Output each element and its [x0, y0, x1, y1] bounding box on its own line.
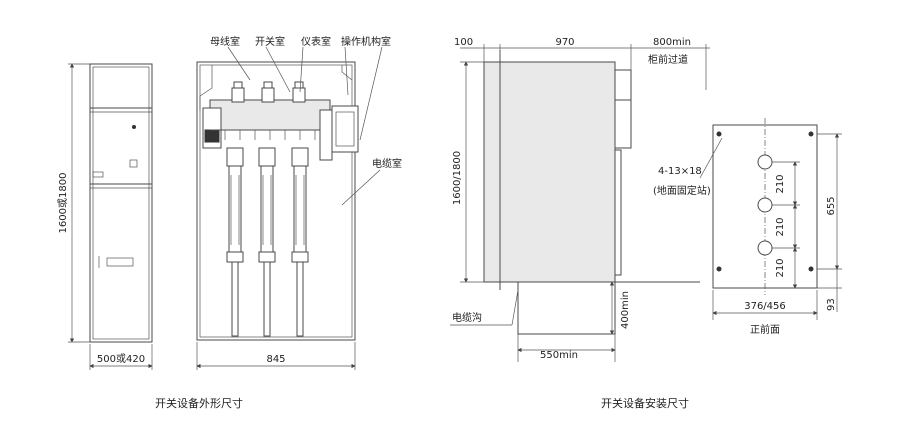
front-view-label: 正前面 [750, 323, 780, 336]
side-cabinet-outline [196, 61, 356, 341]
trench-label: 电缆沟 [452, 311, 482, 324]
switch-room-label: 开关室 [255, 35, 285, 48]
cabinet-side-outline [483, 61, 616, 283]
cable-opening [757, 154, 773, 170]
overall-pitch-dim: 655 [826, 196, 837, 215]
pole-assemblies [226, 147, 309, 337]
foundation-plan: 210 210 210 655 93 376/456 正前面 4-13×18 (… [653, 118, 842, 336]
base-width-dim: 376/456 [744, 301, 786, 312]
cable-opening [757, 240, 773, 256]
top-bushings [231, 81, 306, 103]
pitch-dim-1: 210 [775, 174, 786, 193]
depth-dim: 970 [555, 37, 574, 48]
instrument-room-label: 仪表室 [301, 35, 331, 48]
hole-note: (地面固定站) [653, 184, 711, 197]
front-cabinet-outline [89, 63, 153, 343]
side-depth-dim: 845 [266, 354, 285, 365]
front-height-dim: 1600或1800 [57, 173, 69, 234]
trench-width-dim: 550min [540, 350, 578, 361]
left-caption: 开关设备外形尺寸 [155, 397, 243, 410]
hole-spec: 4-13×18 [658, 166, 702, 177]
busbar-room-label: 母线室 [210, 35, 240, 48]
right-caption: 开关设备安装尺寸 [601, 397, 689, 410]
pitch-dim-3: 210 [775, 258, 786, 277]
rear-gap-dim: 100 [454, 37, 473, 48]
installation-view: 100 970 800min 柜前过道 1600/1800 400min 550… [450, 37, 710, 362]
front-aisle-dim: 800min [653, 37, 691, 48]
front-view: 1600或1800 500或420 [57, 63, 153, 370]
bottom-offset-dim: 93 [826, 298, 837, 311]
fixing-hole [808, 131, 814, 137]
height-dim: 1600/1800 [452, 151, 463, 205]
mechanism-room-label: 操作机构室 [341, 35, 391, 48]
front-width-dim: 500或420 [97, 353, 145, 365]
cable-trench [517, 282, 616, 335]
fixing-hole [716, 266, 722, 272]
cable-opening [757, 197, 773, 213]
side-view: 母线室 开关室 仪表室 操作机构室 电缆室 845 [196, 35, 402, 370]
front-aisle-note: 柜前过道 [648, 53, 688, 66]
cable-room-label: 电缆室 [372, 157, 402, 170]
trench-depth-dim: 400min [620, 291, 631, 329]
fixing-hole [716, 131, 722, 137]
pitch-dim-2: 210 [775, 217, 786, 236]
leader-lines [227, 46, 383, 206]
fixing-hole [808, 266, 814, 272]
